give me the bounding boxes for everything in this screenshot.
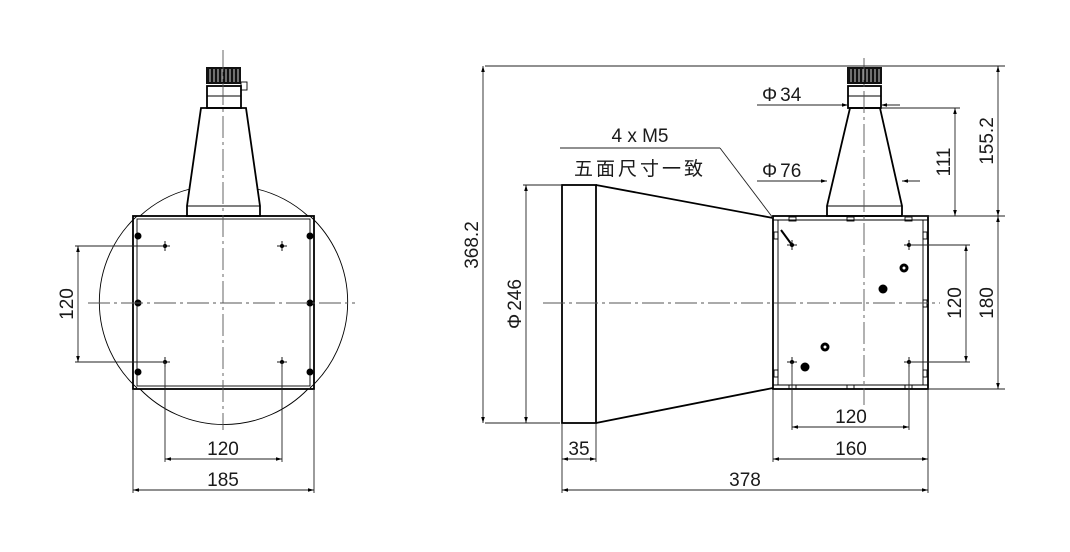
front-dim-120-horizontal: 120 [207, 439, 239, 460]
front-box [132, 215, 315, 390]
flange [561, 184, 597, 424]
knurled-ring [206, 67, 241, 84]
dim-120-vertical: 120 [945, 287, 966, 319]
screw-dot [134, 232, 142, 240]
dim-160: 160 [835, 439, 867, 460]
thread-annotation: 4 x M5 [611, 126, 668, 147]
side-cone [826, 107, 903, 217]
dim-155-2: 155.2 [977, 117, 998, 165]
dim-35: 35 [568, 439, 589, 460]
dim-120-horizontal: 120 [835, 407, 867, 428]
side-knurled-ring [847, 67, 882, 84]
dim-368-2: 368.2 [462, 221, 483, 269]
dim-111: 111 [934, 148, 955, 177]
flange-circle-left [98, 215, 138, 389]
dim-378: 378 [729, 470, 761, 491]
front-dim-120-vertical: 120 [57, 288, 78, 320]
dim-180: 180 [977, 287, 998, 319]
cone-body [186, 107, 261, 217]
dim-phi-246: Φ246 [505, 279, 526, 329]
flange-circle-right [309, 215, 349, 389]
side-box [772, 215, 929, 390]
front-dim-185: 185 [207, 470, 239, 491]
five-sides-note: 五面尺寸一致 [574, 158, 706, 180]
front-view: 120 120 185 [57, 50, 355, 493]
